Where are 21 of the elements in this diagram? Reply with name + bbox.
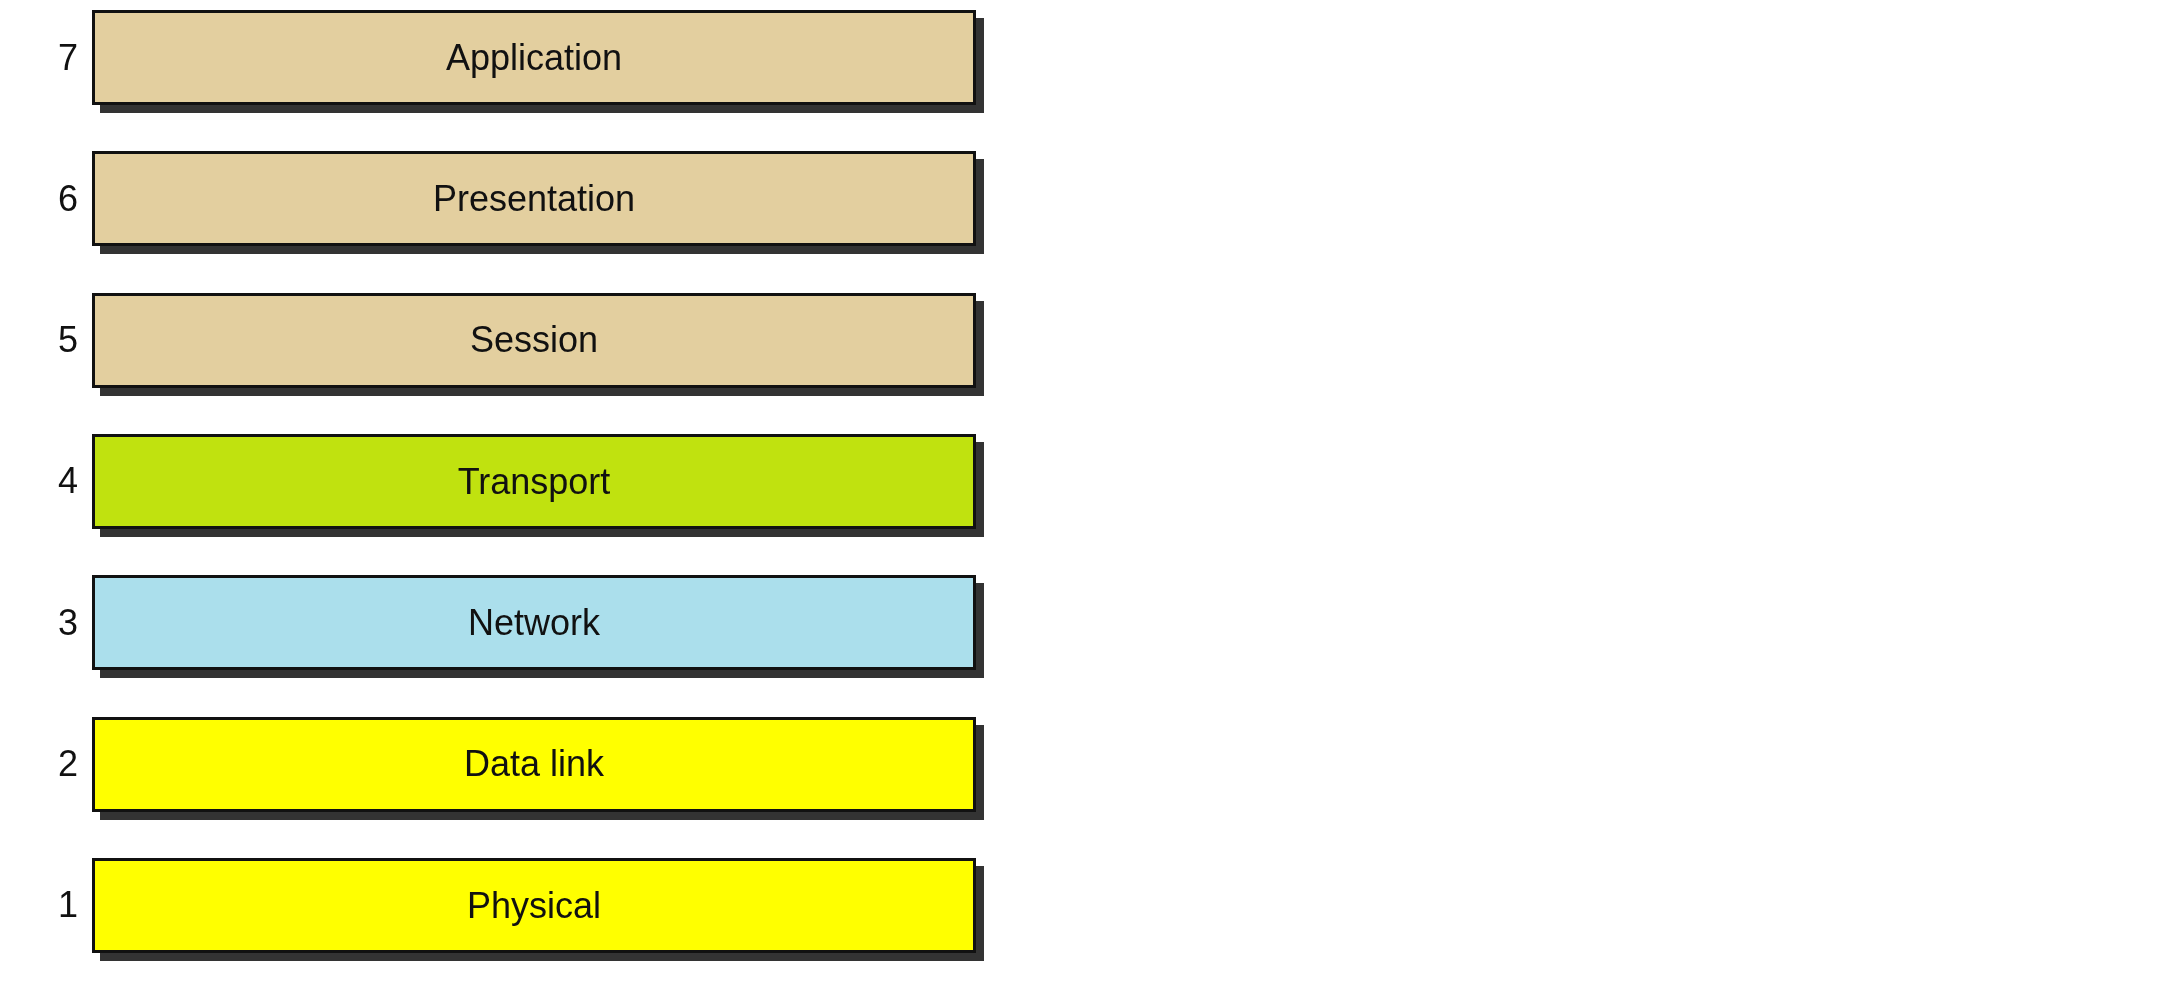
layer-number: 5 (57, 320, 78, 360)
layer-name: Transport (457, 461, 611, 502)
layer-name: Session (469, 320, 599, 360)
layer-box (92, 151, 984, 255)
layer-box (92, 857, 984, 961)
layer-name: Application (445, 37, 623, 78)
layer-number: 2 (57, 744, 78, 784)
layer-box (92, 575, 984, 679)
layer-number: 3 (57, 602, 78, 643)
layer-name: Network (468, 602, 600, 643)
layer-number: 1 (57, 885, 78, 925)
layer-number: 7 (57, 37, 78, 78)
layer-number: 4 (57, 461, 78, 501)
layer-number: 6 (57, 178, 78, 219)
layer-name: Presentation (432, 179, 636, 219)
layer-box (92, 716, 984, 820)
layer-box (92, 10, 984, 113)
layer-box (92, 433, 984, 537)
layer-name: Physical (466, 885, 602, 926)
layer-name: Data link (463, 744, 605, 784)
layer-box (92, 292, 984, 396)
